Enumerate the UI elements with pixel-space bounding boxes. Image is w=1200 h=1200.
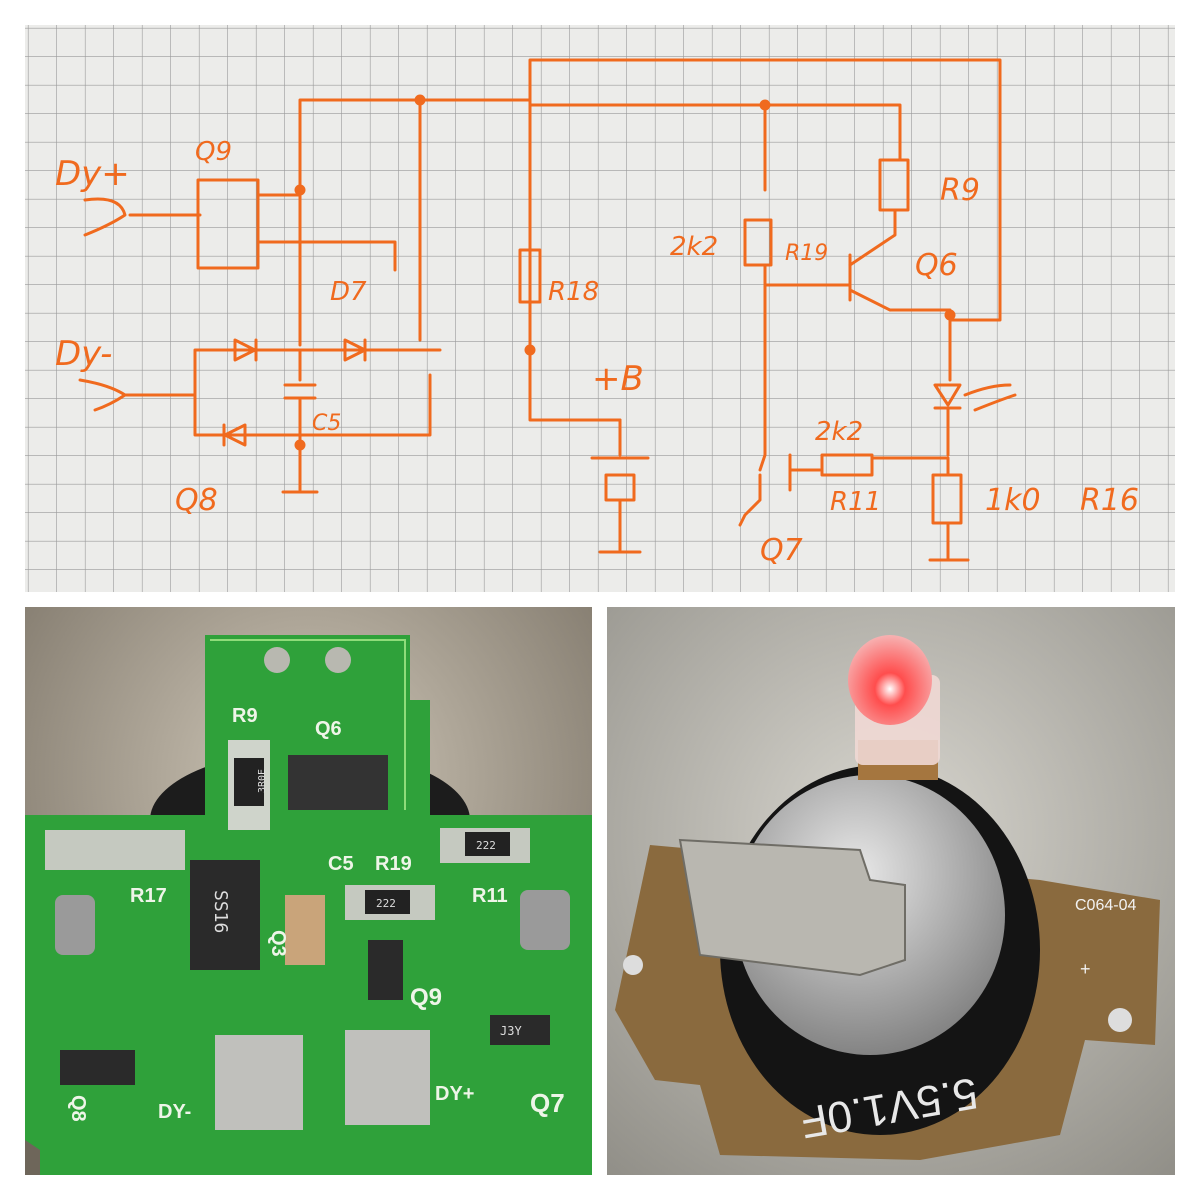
silk-r17: R17: [130, 885, 167, 907]
silk-r9: R9: [232, 705, 258, 727]
battery-clip: [678, 838, 906, 977]
r19-marking: 222: [376, 897, 396, 910]
pad-dy-minus: [215, 1035, 303, 1130]
schematic-panel: Dy+ Q9 D7 Dy- Q8 C5 R18 +B 2k2 R19 R9 Q6…: [25, 25, 1175, 592]
r11-marking: 222: [476, 839, 496, 852]
label-r19-value: 2k2: [670, 232, 718, 262]
diode-ss16: [190, 860, 260, 970]
transistor-q9: [368, 940, 403, 1000]
silk-dy-plus: DY+: [435, 1083, 474, 1105]
label-r11-value: 2k2: [815, 417, 863, 447]
schematic-wires: [78, 58, 1017, 562]
label-q8: Q8: [175, 483, 218, 518]
silk-r19: R19: [375, 853, 412, 875]
silk-q9: Q9: [410, 984, 442, 1011]
red-led: [848, 635, 932, 725]
silk-q6: Q6: [315, 718, 342, 740]
label-dy-plus: Dy+: [55, 154, 130, 194]
led-photo-panel: C064-04 + 5.5V1.0F: [607, 607, 1175, 1175]
transistor-q6: [288, 755, 388, 810]
pad-dy-plus: [345, 1030, 430, 1125]
label-q7: Q7: [760, 533, 803, 568]
label-r19: R19: [785, 241, 828, 266]
label-r9: R9: [940, 173, 980, 208]
label-d7: D7: [330, 277, 367, 307]
silk-c5: C5: [328, 853, 354, 875]
label-r18: R18: [548, 277, 599, 307]
transistor-q7: [490, 1015, 550, 1045]
label-plus-b: +B: [592, 359, 644, 399]
schematic-labels: Dy+ Q9 D7 Dy- Q8 C5 R18 +B 2k2 R19 R9 Q6…: [55, 137, 1139, 568]
pcb-photo-panel: 3R0E SS16 222 222 J3Y R9 Q6 C5 R19 R17 R…: [25, 607, 592, 1175]
led-pad: [325, 647, 351, 673]
r9-marking: 3R0E: [257, 769, 268, 793]
resistor-r9: [234, 758, 264, 806]
silk-q8: Q8: [67, 1095, 89, 1122]
silk-r11: R11: [472, 885, 508, 907]
capacitor-c5: [285, 895, 325, 965]
label-q9: Q9: [195, 137, 232, 167]
silk-q3: Q3: [267, 930, 289, 957]
label-r16: R16: [1080, 483, 1139, 518]
label-dy-minus: Dy-: [55, 334, 112, 374]
board-label: C064-04: [1075, 897, 1136, 914]
resistor-r11: [465, 832, 510, 856]
transistor-q8: [60, 1050, 135, 1085]
q7-marking: J3Y: [500, 1024, 522, 1038]
resistor-r19: [365, 890, 410, 914]
ss16-marking: SS16: [210, 890, 231, 933]
label-r11: R11: [830, 487, 881, 517]
label-q6: Q6: [915, 248, 958, 283]
plus-mark: +: [1080, 959, 1091, 979]
label-r16-value: 1k0: [985, 483, 1041, 518]
silk-q7: Q7: [530, 1088, 565, 1118]
led-pad: [264, 647, 290, 673]
label-c5: C5: [312, 411, 341, 436]
silk-dy-minus: DY-: [158, 1101, 191, 1123]
